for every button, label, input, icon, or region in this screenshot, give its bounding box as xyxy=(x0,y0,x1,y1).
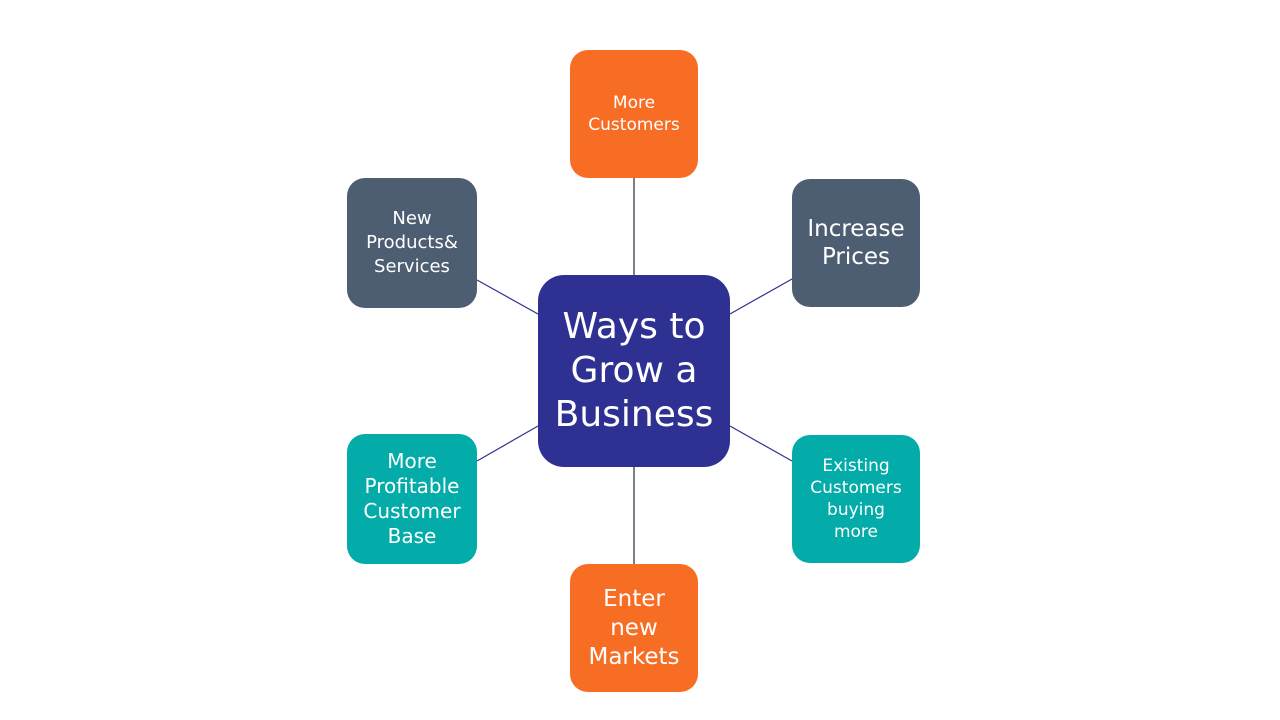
node-label: Increase Prices xyxy=(807,216,905,270)
connector-bottom-right xyxy=(729,425,793,462)
node-label: More Customers xyxy=(588,93,680,135)
node-label: New Products& Services xyxy=(366,208,458,277)
center-node-ways-to-grow: Ways to Grow a Business xyxy=(538,275,730,467)
node-enter-new-markets: Enter new Markets xyxy=(570,564,698,692)
node-new-products-services: New Products& Services xyxy=(347,178,477,308)
connector-top-left xyxy=(476,279,539,315)
node-label: Enter new Markets xyxy=(588,585,680,670)
node-increase-prices: Increase Prices xyxy=(792,179,920,307)
connector-bottom-left xyxy=(476,425,539,462)
node-more-customers: More Customers xyxy=(570,50,698,178)
node-existing-customers-buying-more: Existing Customers buying more xyxy=(792,435,920,563)
node-label: Existing Customers buying more xyxy=(810,456,902,542)
node-more-profitable-customer-base: More Profitable Customer Base xyxy=(347,434,477,564)
center-label: Ways to Grow a Business xyxy=(554,306,714,435)
connector-top-right xyxy=(729,278,793,315)
node-label: More Profitable Customer Base xyxy=(363,449,461,548)
